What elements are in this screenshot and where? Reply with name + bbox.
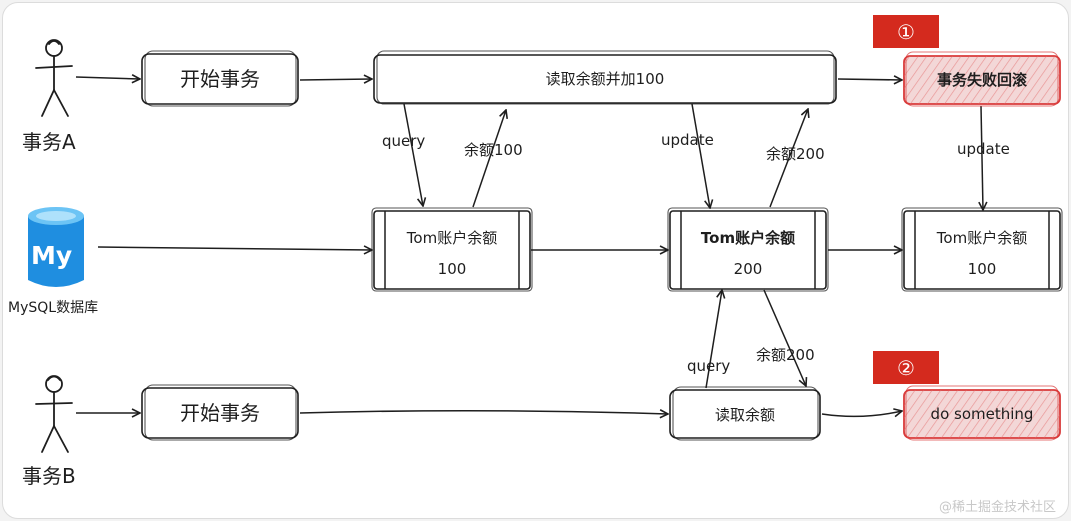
read-label: 读取余额	[715, 406, 775, 424]
account-2-value: 200	[734, 260, 763, 278]
query-b-arrow	[705, 290, 722, 389]
update-a-label: update	[661, 131, 714, 149]
badge-one	[873, 15, 939, 48]
read-to-do-something-arrow	[821, 411, 902, 416]
actor-b-icon	[35, 375, 73, 453]
start-b-box	[141, 387, 299, 439]
balance-100-arrow	[472, 110, 506, 208]
actor-a-to-start-arrow	[75, 77, 140, 79]
start-a-box	[141, 53, 299, 105]
actor-b-label: 事务B	[22, 464, 76, 488]
account-1-value: 100	[438, 260, 467, 278]
badge-two	[873, 351, 939, 384]
account-box-1: Tom账户余额 100	[371, 207, 533, 292]
update-a-arrow	[691, 103, 710, 208]
badge-two-label: ②	[897, 356, 915, 380]
balance-100-label: 余额100	[464, 141, 523, 159]
db-to-account1-arrow	[97, 247, 372, 250]
account-3-name: Tom账户余额	[936, 229, 1027, 247]
account-2-name: Tom账户余额	[701, 229, 795, 247]
query-a-arrow	[403, 103, 423, 206]
balance-200-b-arrow	[763, 289, 806, 386]
actor-a-icon	[35, 39, 73, 117]
account-3-value: 100	[968, 260, 997, 278]
account-box-3: Tom账户余额 100	[901, 207, 1063, 292]
update-rollback-label: update	[957, 140, 1010, 158]
rollback-label: 事务失败回滚	[937, 71, 1028, 89]
db-label: MySQL数据库	[8, 300, 98, 316]
query-b-label: query	[687, 357, 730, 375]
actor-a-label: 事务A	[22, 130, 76, 154]
read-add-to-fail-arrow	[837, 79, 902, 80]
mysql-database-icon: My	[28, 207, 84, 287]
db-icon-text: My	[31, 241, 72, 270]
balance-200-a-arrow	[769, 109, 808, 208]
start-a-to-read-add-arrow	[299, 79, 372, 80]
balance-200-b-label: 余额200	[756, 346, 815, 364]
read-box	[669, 389, 821, 439]
account-box-2: Tom账户余额 200	[667, 207, 829, 292]
query-a-label: query	[382, 132, 425, 150]
account-1-name: Tom账户余额	[406, 229, 497, 247]
do-something-label: do something	[931, 405, 1034, 423]
read-add-box	[373, 54, 837, 104]
watermark: @稀土掘金技术社区	[939, 499, 1056, 515]
balance-200-a-label: 余额200	[766, 145, 825, 163]
start-b-label: 开始事务	[180, 401, 260, 425]
start-a-label: 开始事务	[180, 67, 260, 91]
read-add-label: 读取余额并加100	[546, 70, 665, 88]
start-b-to-read-arrow	[299, 411, 668, 414]
badge-one-label: ①	[897, 20, 915, 44]
update-rollback-arrow	[981, 105, 983, 210]
